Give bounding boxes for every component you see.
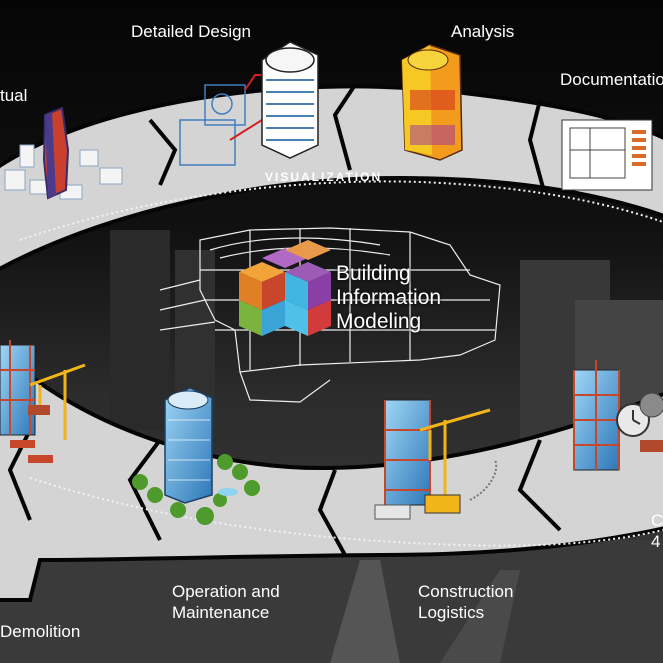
conceptual-label: tual — [0, 86, 28, 105]
conceptual-massing-illustration — [4, 106, 123, 200]
visualization-band — [19, 180, 663, 547]
analysis-label: Analysis — [451, 22, 515, 41]
detailed-design-label: Detailed Design — [131, 22, 252, 41]
construction-logistics-label: Construction Logistics — [418, 582, 514, 622]
construction-4d-label: C 4 — [651, 511, 663, 551]
detailed-design-illustration — [179, 41, 319, 166]
demolition-illustration — [0, 340, 86, 463]
bim-logo-icon — [239, 240, 331, 336]
operation-maintenance-illustration — [132, 387, 260, 525]
documentation-label: Documentatio — [560, 70, 663, 89]
bim-title: Building Information Modeling — [336, 262, 441, 334]
operation-maintenance-label: Operation and Maintenance — [172, 582, 280, 622]
visualization-label: VISUALIZATION — [265, 170, 383, 184]
bim-title-line1: Building — [336, 262, 411, 285]
construction-logistics-illustration — [374, 399, 498, 520]
bim-title-line2: Information — [336, 286, 442, 309]
construction-4d-illustration — [573, 360, 663, 471]
bim-title-line3: Modeling — [336, 310, 422, 333]
demolition-label: Demolition — [0, 622, 81, 641]
documentation-illustration — [561, 119, 653, 191]
analysis-illustration — [401, 44, 463, 161]
